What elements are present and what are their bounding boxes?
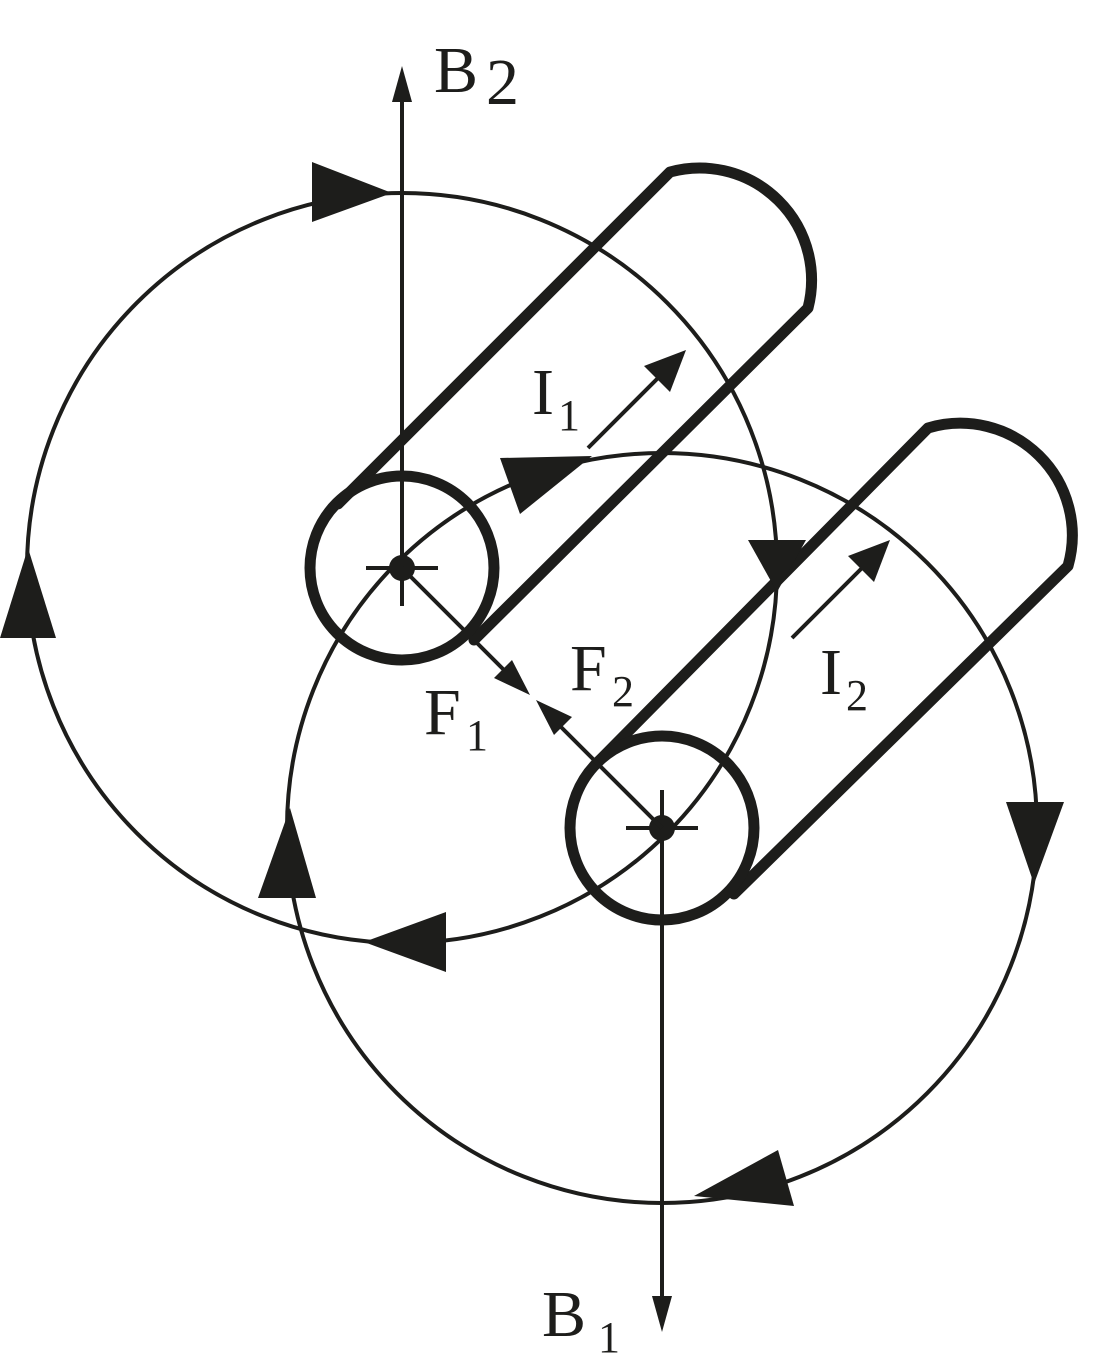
field-2-arrowhead-left [258,808,316,898]
field-2-arrowhead-right [1006,802,1064,884]
i2-label: I2 [820,636,868,720]
f1-arrowhead [494,660,530,695]
i1-label: I1 [532,356,580,440]
field-1-arrowhead-top [312,162,392,222]
current-loop-1 [332,162,818,646]
current-loop-2 [592,417,1078,900]
field-1-arrowhead-right [748,540,806,592]
field-1-arrowhead-left [0,548,56,638]
field-2-arrowhead-top [500,456,592,514]
b2-arrowhead [392,66,412,102]
i2-arrowhead [848,540,890,582]
f2-arrowhead [536,700,572,735]
field-1-arrowhead-bottom [364,912,446,972]
f2-vector-line [556,722,664,830]
i1-arrowhead [644,350,686,392]
b1-arrowhead [652,1296,672,1332]
f1-vector-line [400,566,508,674]
i2-vector-line [790,560,870,640]
i1-vector-line [586,370,666,450]
field-2-arrowhead-bottom [694,1150,794,1206]
